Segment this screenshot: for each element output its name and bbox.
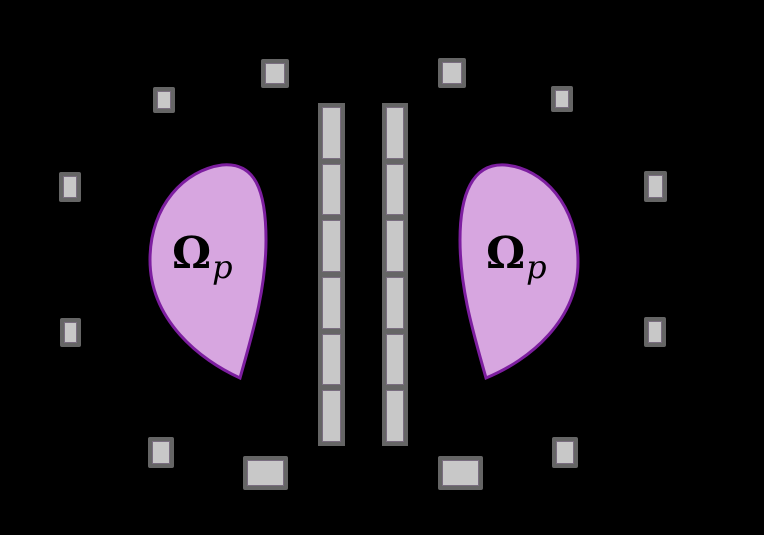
pf-coil-bottom-left-inner	[243, 456, 288, 490]
pf-coil-top-right-outer	[551, 86, 573, 112]
solenoid-segment	[386, 390, 404, 443]
pf-coil-mid-left-lower	[60, 318, 81, 347]
pf-coil-mid-left-upper	[59, 172, 81, 202]
solenoid-segment	[322, 163, 341, 216]
solenoid-segment	[386, 277, 404, 329]
solenoid-segment	[386, 333, 404, 386]
plasma-label-left: Ωp	[172, 232, 233, 284]
subscript-p: p	[212, 248, 233, 286]
pf-coil-bottom-left-outer	[148, 437, 174, 468]
solenoid-segment	[386, 220, 404, 273]
solenoid-segment	[322, 107, 341, 159]
solenoid-segment	[322, 277, 341, 329]
plasma-left-shape	[148, 163, 268, 381]
pf-coil-top-right-inner	[438, 58, 466, 88]
subscript-p: p	[526, 248, 547, 286]
solenoid-segment	[386, 163, 404, 216]
plasma-label-right: Ωp	[486, 232, 547, 284]
pf-coil-mid-right-upper	[644, 171, 667, 202]
solenoid-segment	[386, 107, 404, 159]
pf-coil-top-left-outer	[153, 87, 175, 113]
pf-coil-mid-right-lower	[644, 317, 666, 347]
central-solenoid-right	[382, 103, 408, 446]
omega-symbol: Ω	[486, 228, 526, 279]
solenoid-segment	[322, 390, 341, 443]
omega-symbol: Ω	[172, 228, 212, 279]
pf-coil-bottom-right-inner	[438, 456, 483, 490]
pf-coil-bottom-right-outer	[552, 437, 578, 468]
plasma-right-shape	[458, 163, 580, 381]
central-solenoid-left	[318, 103, 345, 446]
pf-coil-top-left-inner	[261, 59, 289, 88]
solenoid-segment	[322, 220, 341, 273]
solenoid-segment	[322, 333, 341, 386]
